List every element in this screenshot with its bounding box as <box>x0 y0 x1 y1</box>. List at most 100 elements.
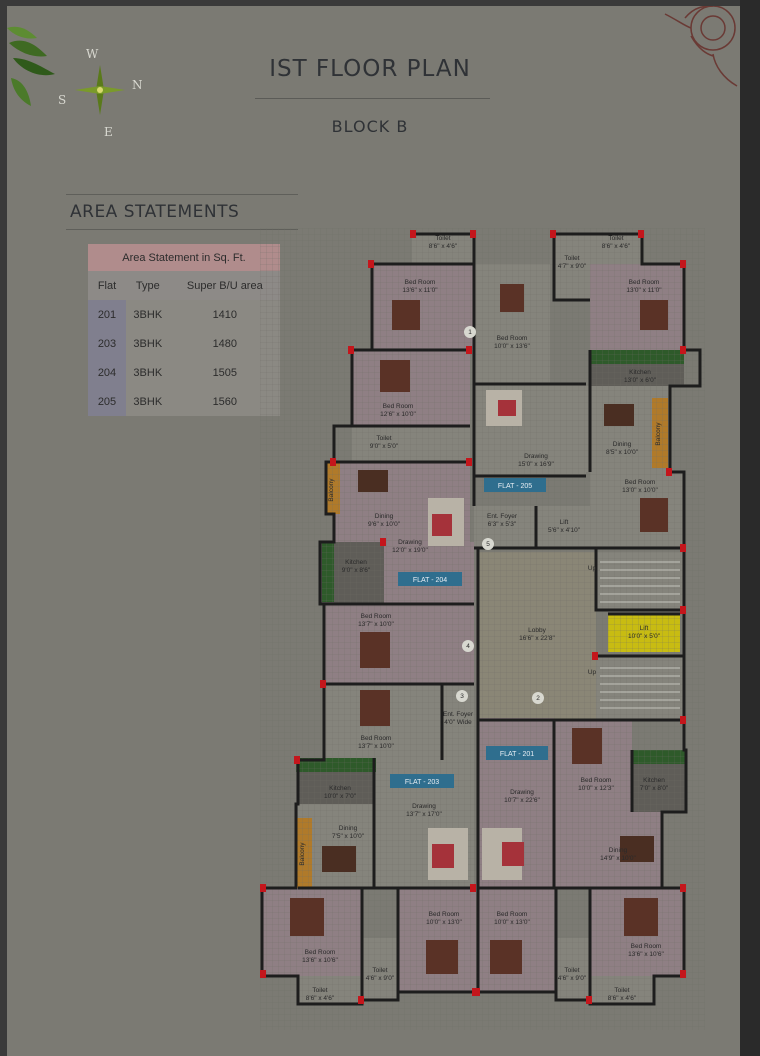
room-size: 9'6" x 10'0" <box>368 521 401 528</box>
room-name: Kitchen <box>629 369 651 376</box>
room-name: Bed Room <box>631 943 662 950</box>
room-size: 8'6" x 4'6" <box>429 243 458 250</box>
room-name: Drawing <box>510 789 534 796</box>
room-name: Bed Room <box>361 735 392 742</box>
bed-icon <box>360 632 390 668</box>
room-name: Bed Room <box>405 279 436 286</box>
room-name: Toilet <box>614 987 629 994</box>
compass-west-label: W <box>86 47 99 61</box>
rug-icon <box>432 514 452 536</box>
column-marker <box>368 260 374 268</box>
door-number-marker <box>532 692 544 704</box>
flat-tag-201: FLAT - 201 <box>500 751 534 758</box>
page-subtitle: BLOCK B <box>331 117 409 136</box>
room-name: Toilet <box>435 235 450 242</box>
room-size: 7'0" x 8'0" <box>640 785 669 792</box>
column-marker <box>550 230 556 238</box>
room-name: Toilet <box>376 435 391 442</box>
area-heading-rule-bottom <box>66 229 298 230</box>
room-size: 8'6" x 4'6" <box>602 243 631 250</box>
room-size: 14'9" x 10'0" <box>600 855 636 862</box>
flat-tag-box <box>390 774 454 788</box>
room-name: Drawing <box>412 803 436 810</box>
area-table-header-row: Flat Type Super B/U area <box>88 271 280 300</box>
room-name: Bed Room <box>629 279 660 286</box>
floor-plan: FLAT - 205 FLAT - 204 FLAT - 203 FLAT - … <box>260 228 705 1030</box>
flat-number-cell: 205 <box>88 387 126 416</box>
room-name: Bed Room <box>625 479 656 486</box>
compass-south-label: S <box>58 93 67 107</box>
dining-table-icon <box>358 470 388 492</box>
bed-icon <box>360 690 390 726</box>
bed-icon <box>490 940 522 974</box>
column-marker <box>666 468 672 476</box>
bed-icon <box>624 898 658 936</box>
room-name: Dining <box>609 847 628 854</box>
room-name: Dining <box>613 441 632 448</box>
flat-type-cell: 3BHK <box>126 300 170 329</box>
room-name: Toilet <box>608 235 623 242</box>
area-statement-table: Area Statement in Sq. Ft. Flat Type Supe… <box>88 244 280 416</box>
page-edge <box>740 0 760 1056</box>
column-marker <box>260 970 266 978</box>
room-size: 10'0" x 13'6" <box>494 343 530 350</box>
column-marker <box>680 716 686 724</box>
room-name: Ent. Foyer <box>443 711 474 718</box>
room-size: 10'0" x 7'0" <box>324 793 357 800</box>
staircase-top <box>600 561 680 603</box>
door-number: 4 <box>466 643 470 650</box>
dining-tables <box>322 404 654 872</box>
bed-icon <box>392 300 420 330</box>
bed-icon <box>500 284 524 312</box>
room-name: Dining <box>339 825 358 832</box>
column-marker <box>320 680 326 688</box>
room-size: 12'6" x 10'0" <box>380 411 416 418</box>
room-name: Drawing <box>398 539 422 546</box>
title-divider <box>255 98 490 99</box>
sofas <box>428 390 524 880</box>
flat-tag-203: FLAT - 203 <box>405 779 439 786</box>
flat-tag-204: FLAT - 204 <box>413 577 447 584</box>
room-size: 5'6" x 4'10" <box>548 527 581 534</box>
leaf-decoration-icon <box>7 26 55 106</box>
column-marker <box>330 458 336 466</box>
room-size: 13'7" x 10'0" <box>358 743 394 750</box>
balcony-label: Balcony <box>328 478 335 502</box>
compass-east-label: E <box>104 125 113 139</box>
column-marker <box>294 756 300 764</box>
wall-segment <box>298 234 684 1004</box>
room-size: 10'0" x 12'3" <box>578 785 614 792</box>
column-marker <box>638 230 644 238</box>
column-marker <box>260 884 266 892</box>
door-number: 2 <box>536 695 540 702</box>
room-name: Toilet <box>312 987 327 994</box>
room-size: 12'0" x 19'0" <box>392 547 428 554</box>
compass-north-label: N <box>132 78 143 92</box>
column-marker <box>358 996 364 1004</box>
room-name: Drawing <box>524 453 548 460</box>
room-size: 7'5" x 10'0" <box>332 833 365 840</box>
page-title: IST FLOOR PLAN <box>269 56 471 82</box>
dining-table-icon <box>322 846 356 872</box>
wall-segment <box>478 232 702 1006</box>
door-number: 3 <box>460 693 464 700</box>
room-size: 9'0" x 8'6" <box>342 567 371 574</box>
column-marker <box>680 970 686 978</box>
flat-number-cell: 201 <box>88 300 126 329</box>
dining-table-icon <box>620 836 654 862</box>
room-name: Ent. Foyer <box>487 513 518 520</box>
bed-icon <box>572 728 602 764</box>
room-name: Bed Room <box>361 613 392 620</box>
column-header-type: Type <box>126 271 170 300</box>
room-size: 13'7" x 17'0" <box>406 811 442 818</box>
room-name: Dining <box>375 513 394 520</box>
room-size: 4'0" Wide <box>444 719 472 726</box>
room-name: Bed Room <box>497 335 528 342</box>
room-name: Toilet <box>564 255 579 262</box>
room-name: Bed Room <box>305 949 336 956</box>
dining-table-icon <box>604 404 634 426</box>
column-header-flat: Flat <box>88 271 126 300</box>
area-table-caption: Area Statement in Sq. Ft. <box>88 244 280 271</box>
balcony-label: Balcony <box>655 422 662 446</box>
